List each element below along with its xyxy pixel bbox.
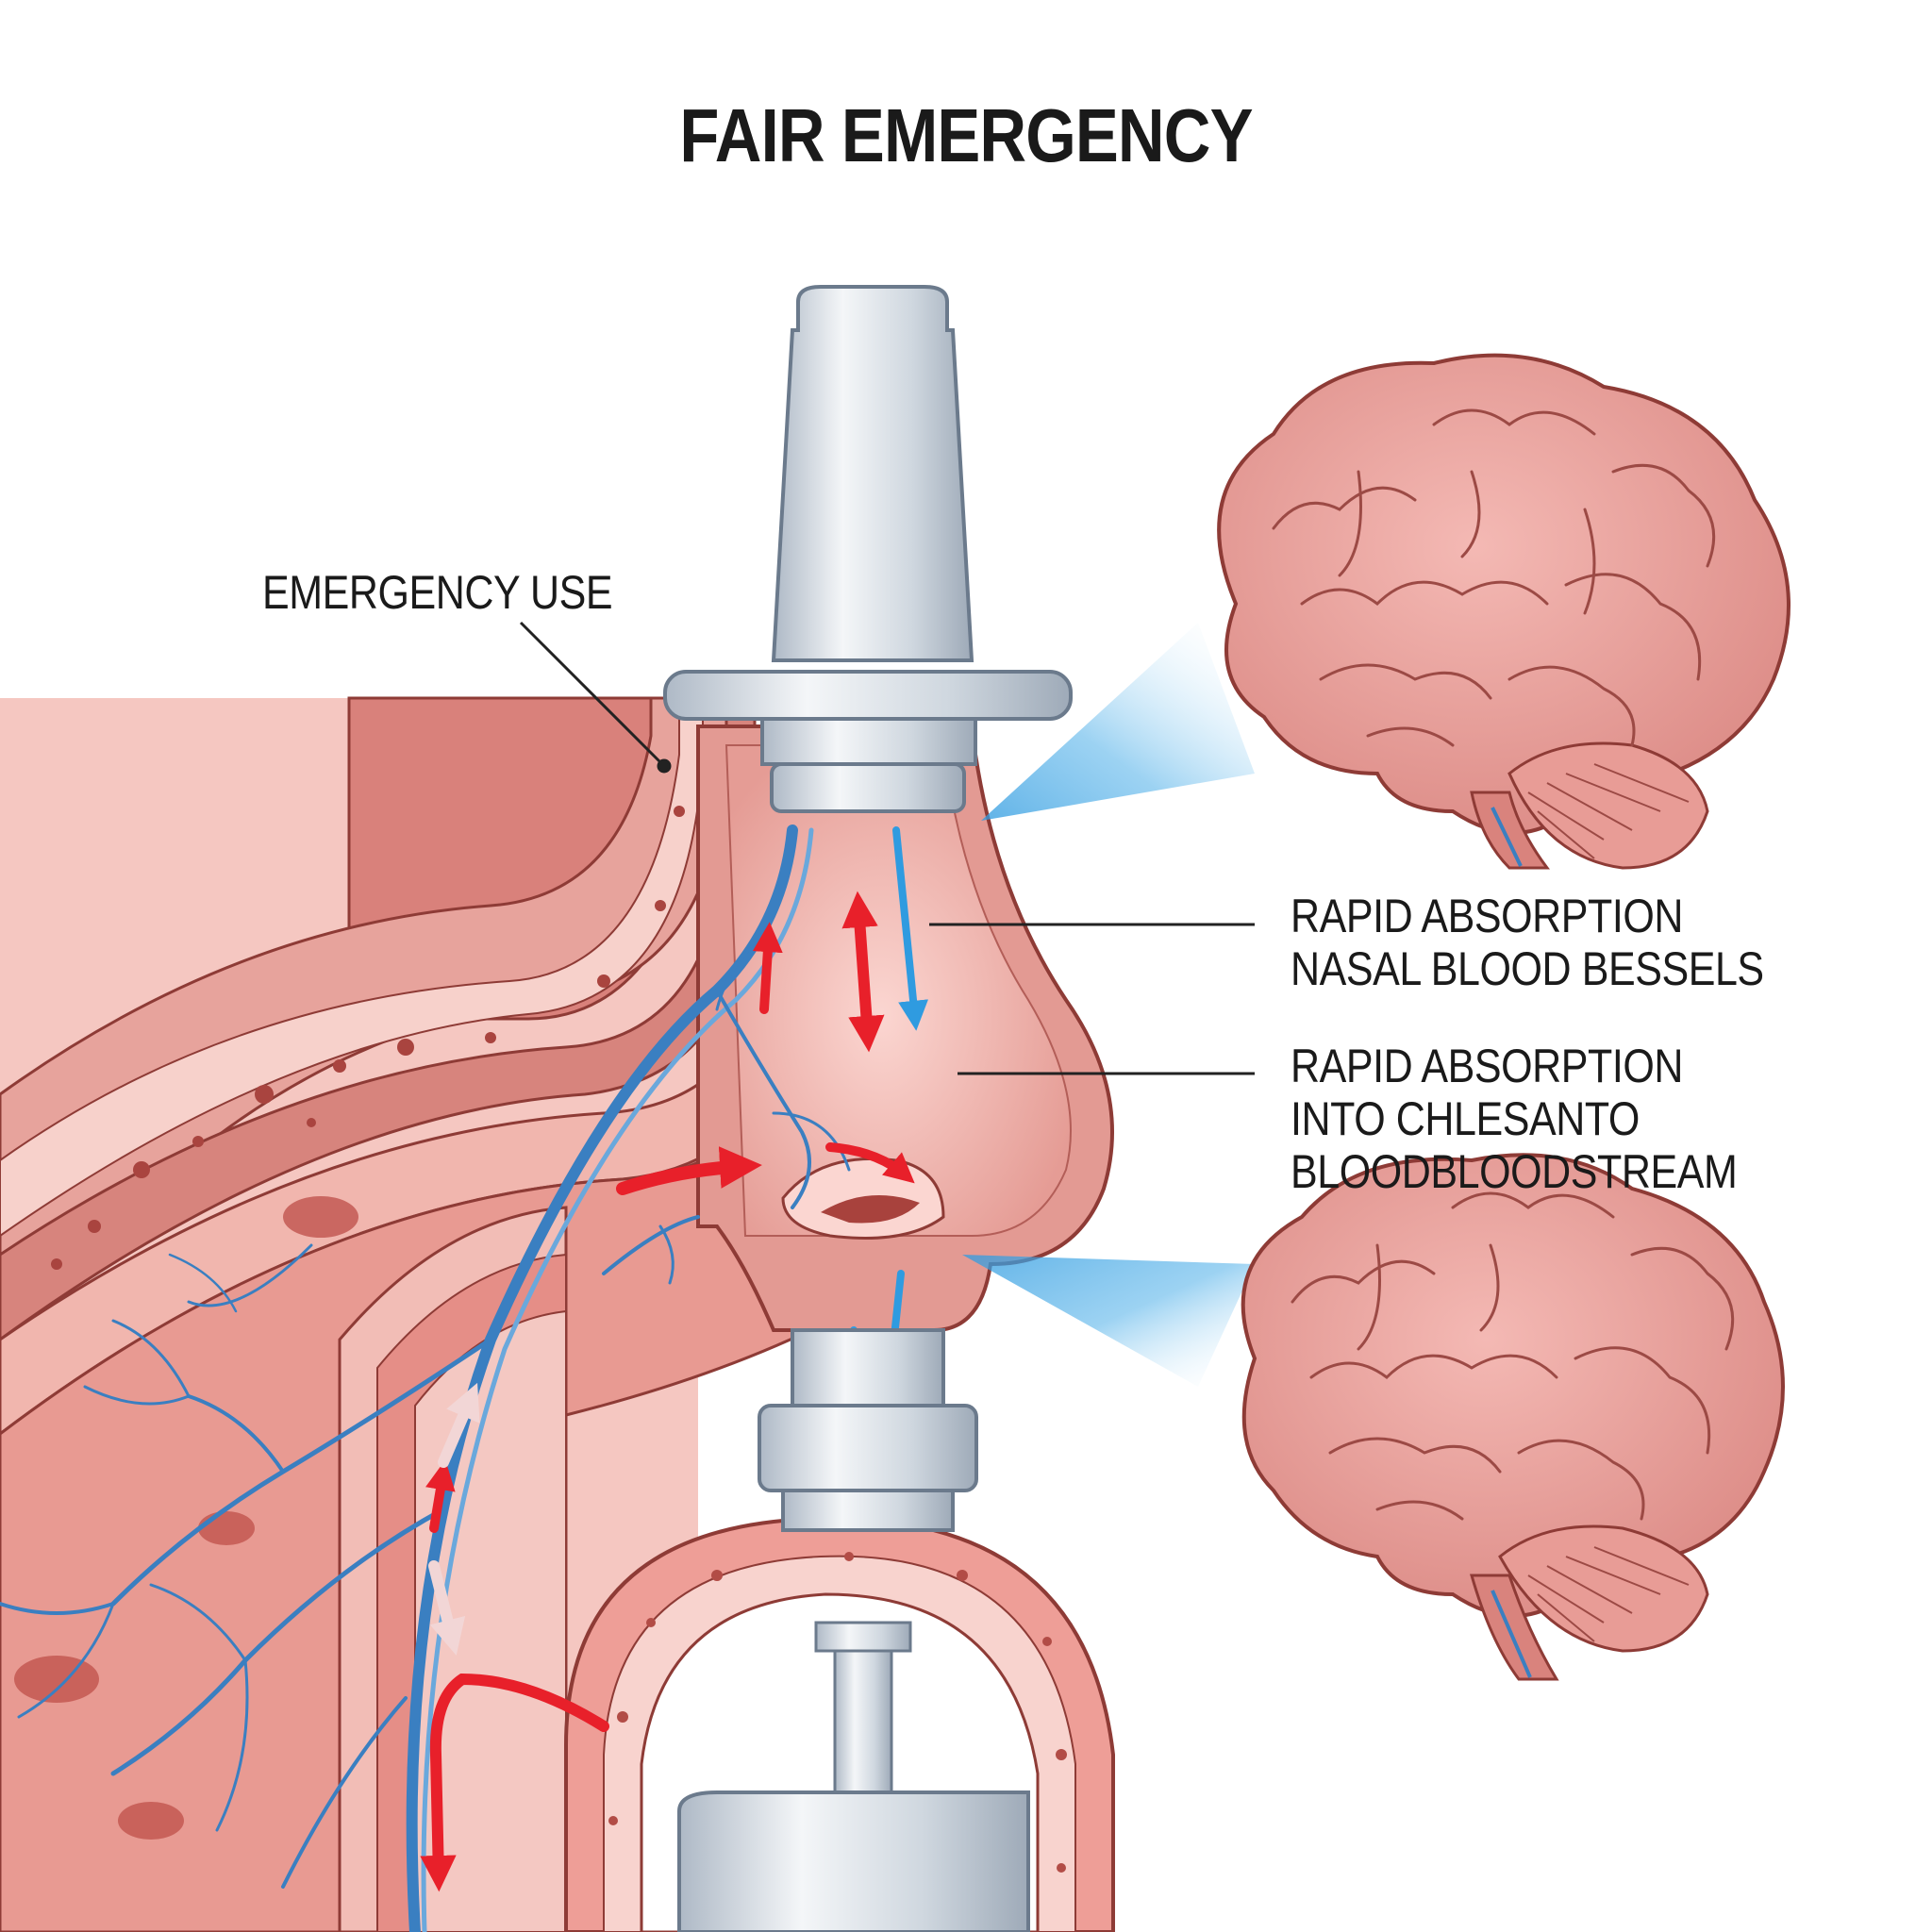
diagram-title: FAIR EMERGENCY xyxy=(679,93,1253,177)
nose xyxy=(696,724,1114,1332)
label-nasal-blood-vessels: RAPID ABSORPTION NASAL BLOOD BESSELS xyxy=(1291,890,1764,995)
brain-bottom xyxy=(1241,1153,1785,1681)
label-line: RAPID ABSORPTION xyxy=(1291,1040,1684,1092)
label-line: BLOODBLOODSTREAM xyxy=(1291,1145,1738,1198)
face-tissue xyxy=(0,696,832,1932)
label-line: NASAL BLOOD BESSELS xyxy=(1291,942,1764,995)
label-emergency-use: EMERGENCY USE xyxy=(262,566,613,619)
label-bloodstream: RAPID ABSORPTION INTO CHLESANTO BLOODBLO… xyxy=(1291,1040,1738,1198)
spray-beams xyxy=(962,623,1255,1387)
label-line: RAPID ABSORPTION xyxy=(1291,890,1684,942)
brain-top xyxy=(1217,353,1790,870)
nasal-spray-device xyxy=(663,285,1073,1932)
label-line: INTO CHLESANTO xyxy=(1291,1092,1640,1145)
leader-lines xyxy=(519,621,1255,1075)
